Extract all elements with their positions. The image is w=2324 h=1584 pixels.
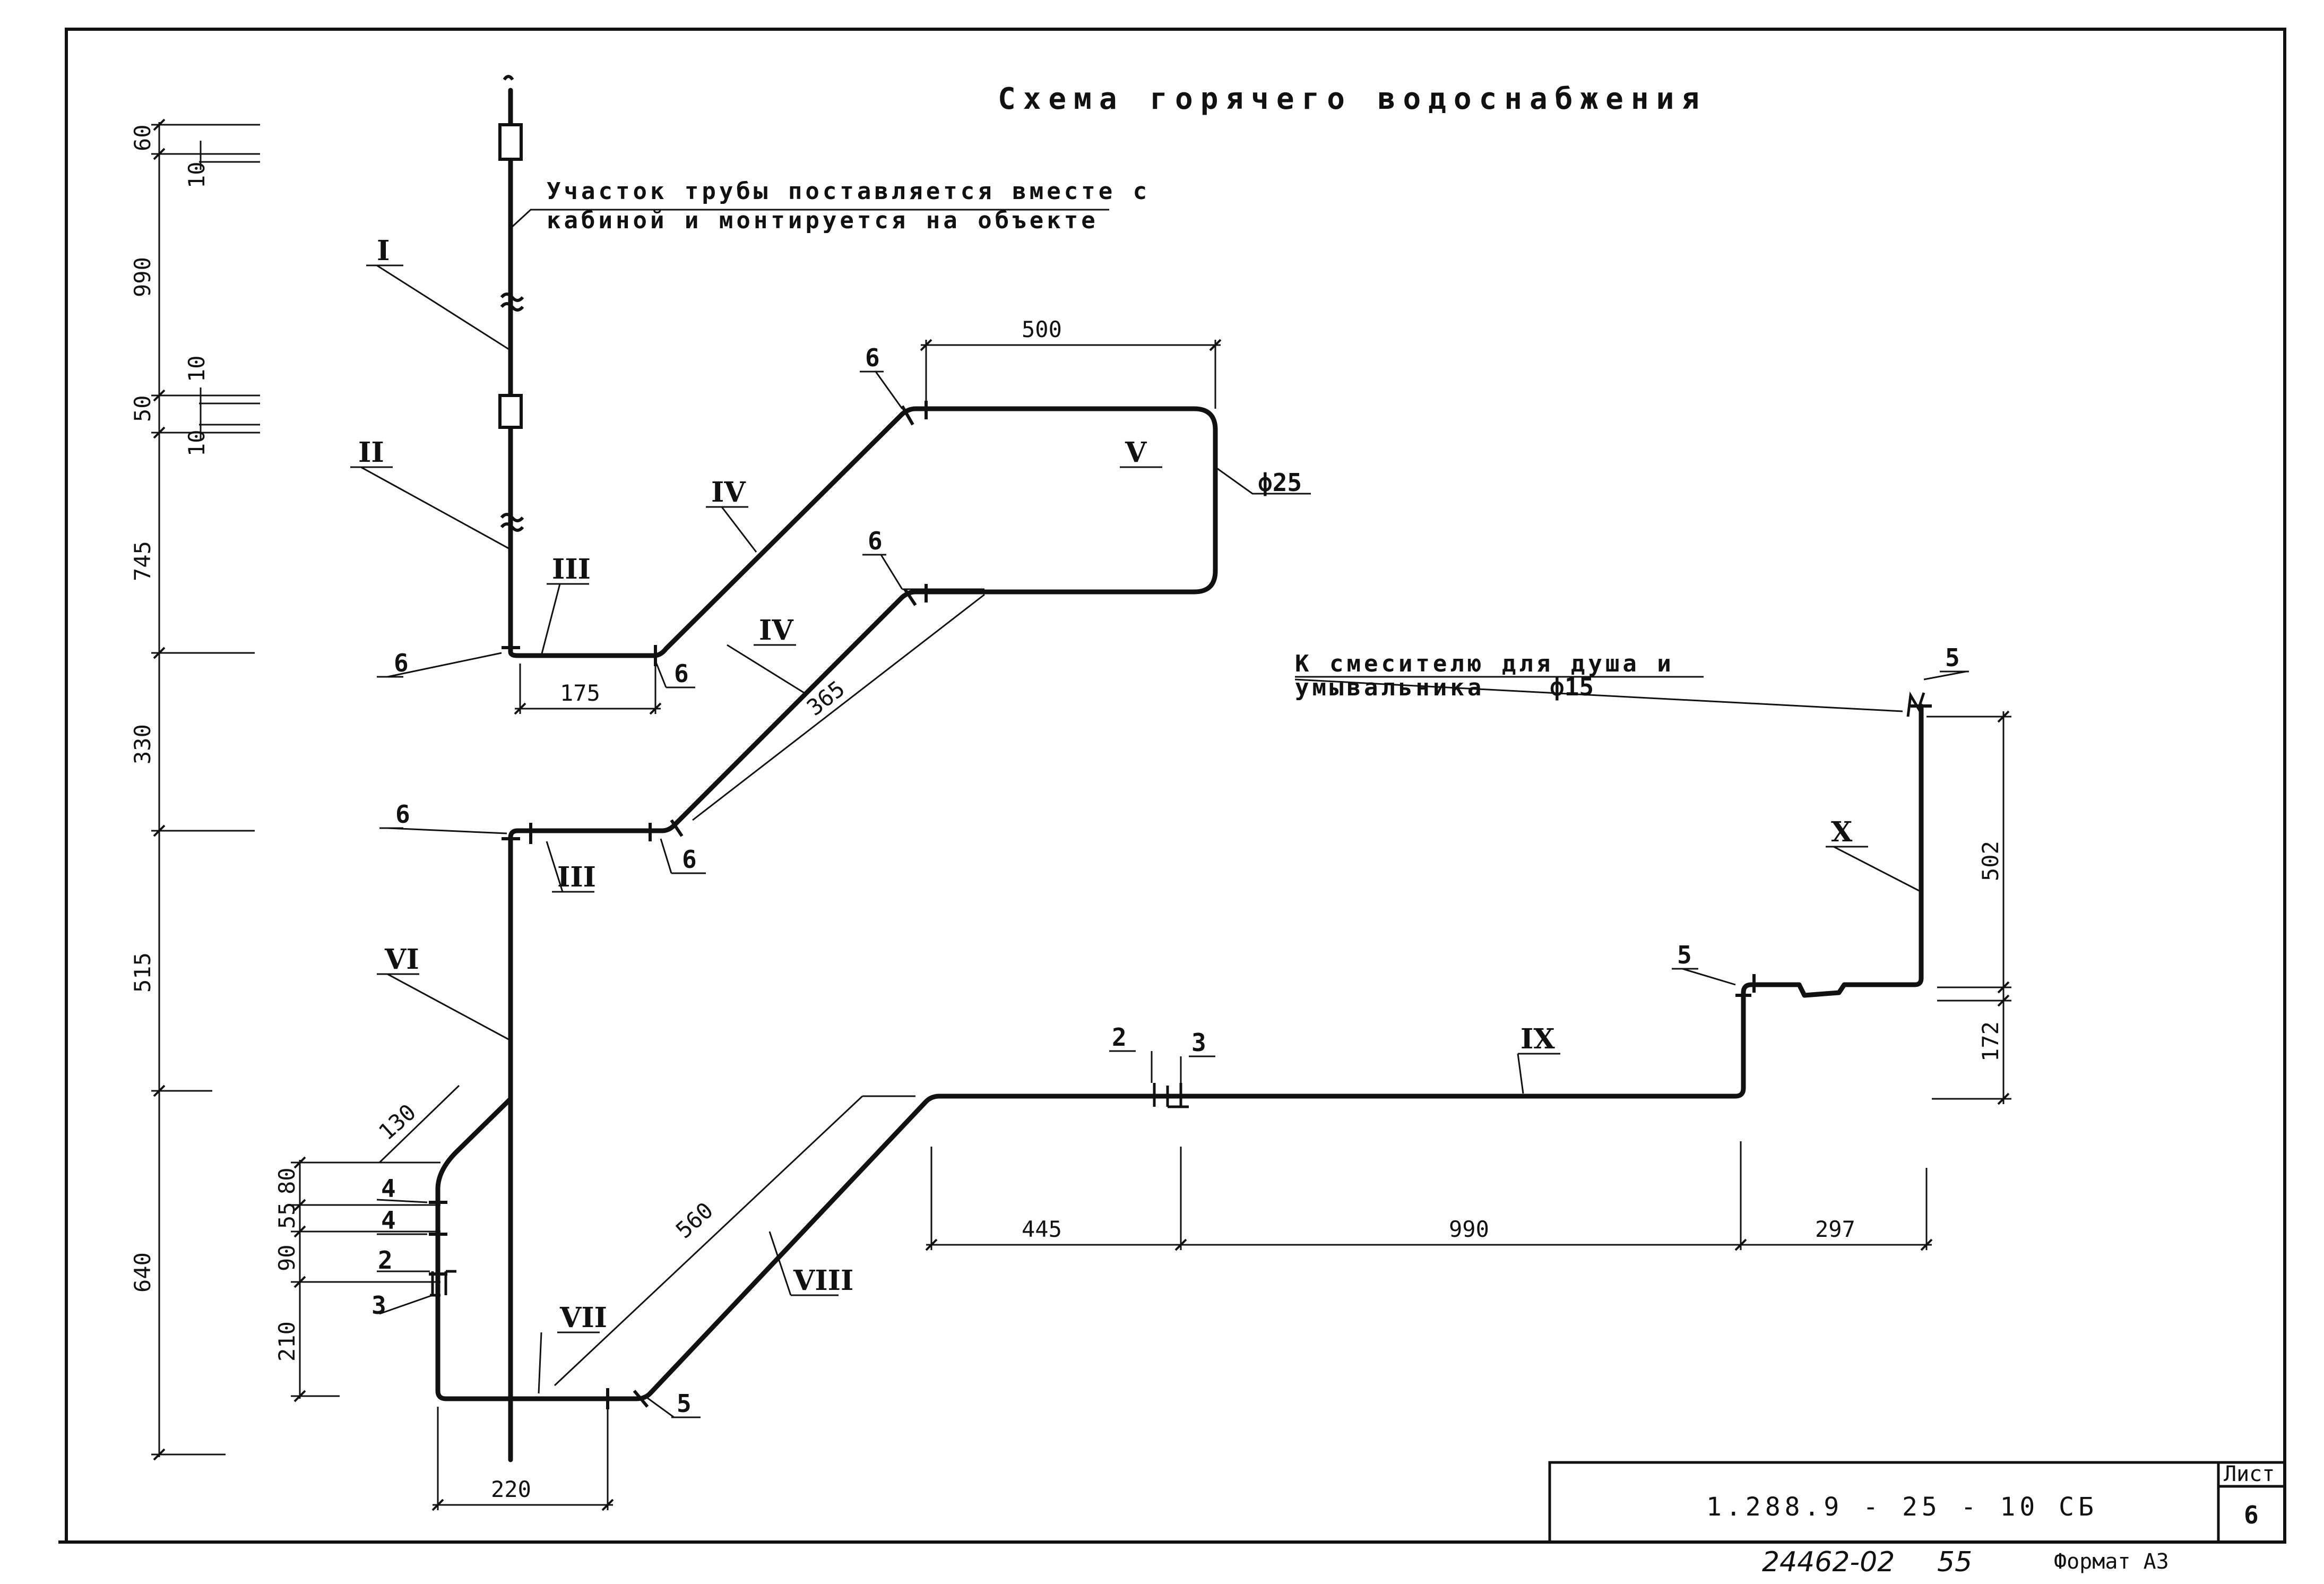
drawing-title: Схема горячего водоснабжения (998, 82, 1707, 116)
dim-500: 500 (1022, 316, 1062, 342)
dim-175: 175 (560, 680, 600, 706)
note-main-diameter: ф25 (1258, 468, 1302, 497)
fitting-2-3-left (430, 1270, 456, 1297)
section-label-vii: VII (559, 1302, 607, 1334)
svg-text:55: 55 (274, 1202, 300, 1229)
position-6-e: 6 (395, 800, 410, 829)
note-mixer-line2: умывальника (1295, 674, 1484, 701)
pipe-riser-x (1796, 703, 1924, 998)
section-label-viii: VIII (793, 1264, 853, 1297)
joint-marks (429, 401, 1932, 1409)
section-label-ix: IX (1520, 1023, 1555, 1055)
section-label-iii-top: III (552, 553, 591, 586)
pipe-network (435, 88, 1924, 1462)
position-4-b: 4 (381, 1206, 396, 1235)
svg-text:330: 330 (129, 724, 155, 764)
section-label-ii: II (358, 436, 384, 469)
inventory-suffix: 55 (1937, 1546, 1972, 1578)
inventory-number: 24462-02 (1762, 1546, 1895, 1578)
note-pipe-line2: кабиной и монтируется на объекте (547, 207, 1099, 234)
svg-text:60: 60 (129, 124, 155, 151)
section-label-v: V (1125, 436, 1147, 469)
title-block (1548, 1461, 2286, 1544)
position-3-left: 3 (372, 1291, 386, 1320)
section-label-iii-bottom: III (557, 861, 596, 893)
position-5-a: 5 (677, 1389, 692, 1418)
position-6-c: 6 (865, 343, 880, 372)
section-label-iv-bottom: IV (759, 614, 794, 647)
valve-fittings (430, 691, 1925, 1297)
dim-220: 220 (491, 1476, 531, 1502)
position-6-b: 6 (674, 659, 689, 688)
dim-445: 445 (1022, 1216, 1062, 1242)
riser-fittings (498, 75, 524, 532)
dim-560: 560 (671, 1197, 718, 1243)
svg-text:515: 515 (129, 952, 155, 993)
svg-text:210: 210 (274, 1321, 300, 1362)
coupling-top (498, 123, 523, 161)
left-chain-dims: 60 10 990 10 50 10 745 330 515 640 80 55… (129, 124, 2003, 1362)
section-label-i: I (377, 235, 390, 267)
section-label-x: X (1831, 816, 1853, 848)
break-mark-1 (500, 292, 524, 312)
svg-text:80: 80 (274, 1167, 300, 1194)
section-label-iv-top: IV (711, 476, 746, 509)
sheet-number: 6 (2244, 1501, 2259, 1529)
svg-text:50: 50 (129, 395, 155, 422)
svg-text:640: 640 (129, 1252, 155, 1293)
dimension-lines (151, 122, 2011, 1510)
paper-format: Формат А3 (2054, 1549, 2169, 1574)
pipe-riser-top (508, 88, 1218, 1462)
label-underlines (350, 264, 1969, 1418)
svg-text:502: 502 (1977, 841, 2003, 881)
position-3-lower: 3 (1191, 1028, 1206, 1057)
svg-text:172: 172 (1977, 1021, 2003, 1062)
pipe-bypass-left (435, 982, 1802, 1401)
svg-text:10: 10 (184, 429, 210, 457)
dimension-ticks (153, 118, 2010, 1511)
fitting-2-3-lower (1153, 1083, 1189, 1108)
position-2-left: 2 (378, 1246, 393, 1275)
dim-990: 990 (1449, 1216, 1489, 1242)
svg-text:10: 10 (184, 161, 210, 188)
svg-text:90: 90 (274, 1244, 300, 1271)
outer-frame (65, 28, 2286, 1544)
position-2-lower: 2 (1112, 1023, 1127, 1052)
leader-lines (360, 209, 1967, 1418)
drawing-code: 1.288.9 - 25 - 10 СБ (1706, 1492, 2098, 1522)
svg-text:990: 990 (129, 257, 155, 297)
fitting-5-top (1906, 691, 1925, 717)
section-label-vi: VI (384, 943, 419, 976)
position-6-a: 6 (394, 649, 409, 677)
sheet-label: Лист (2224, 1462, 2275, 1486)
svg-text:745: 745 (129, 541, 155, 581)
dim-297: 297 (1815, 1216, 1855, 1242)
coupling-mid (498, 394, 523, 429)
dim-365: 365 (802, 676, 850, 721)
position-6-f: 6 (682, 845, 697, 874)
note-mixer-line1: К смесителю для душа и (1295, 650, 1674, 677)
break-mark-2 (500, 513, 524, 532)
position-6-d: 6 (868, 527, 883, 555)
break-mark-top (503, 75, 514, 81)
note-pipe-line1: Участок трубы поставляется вместе с (547, 178, 1150, 205)
position-5-b: 5 (1677, 941, 1692, 969)
svg-text:10: 10 (184, 355, 210, 382)
position-5-c: 5 (1945, 643, 1960, 672)
position-4-a: 4 (381, 1174, 396, 1203)
dim-130: 130 (374, 1099, 421, 1145)
